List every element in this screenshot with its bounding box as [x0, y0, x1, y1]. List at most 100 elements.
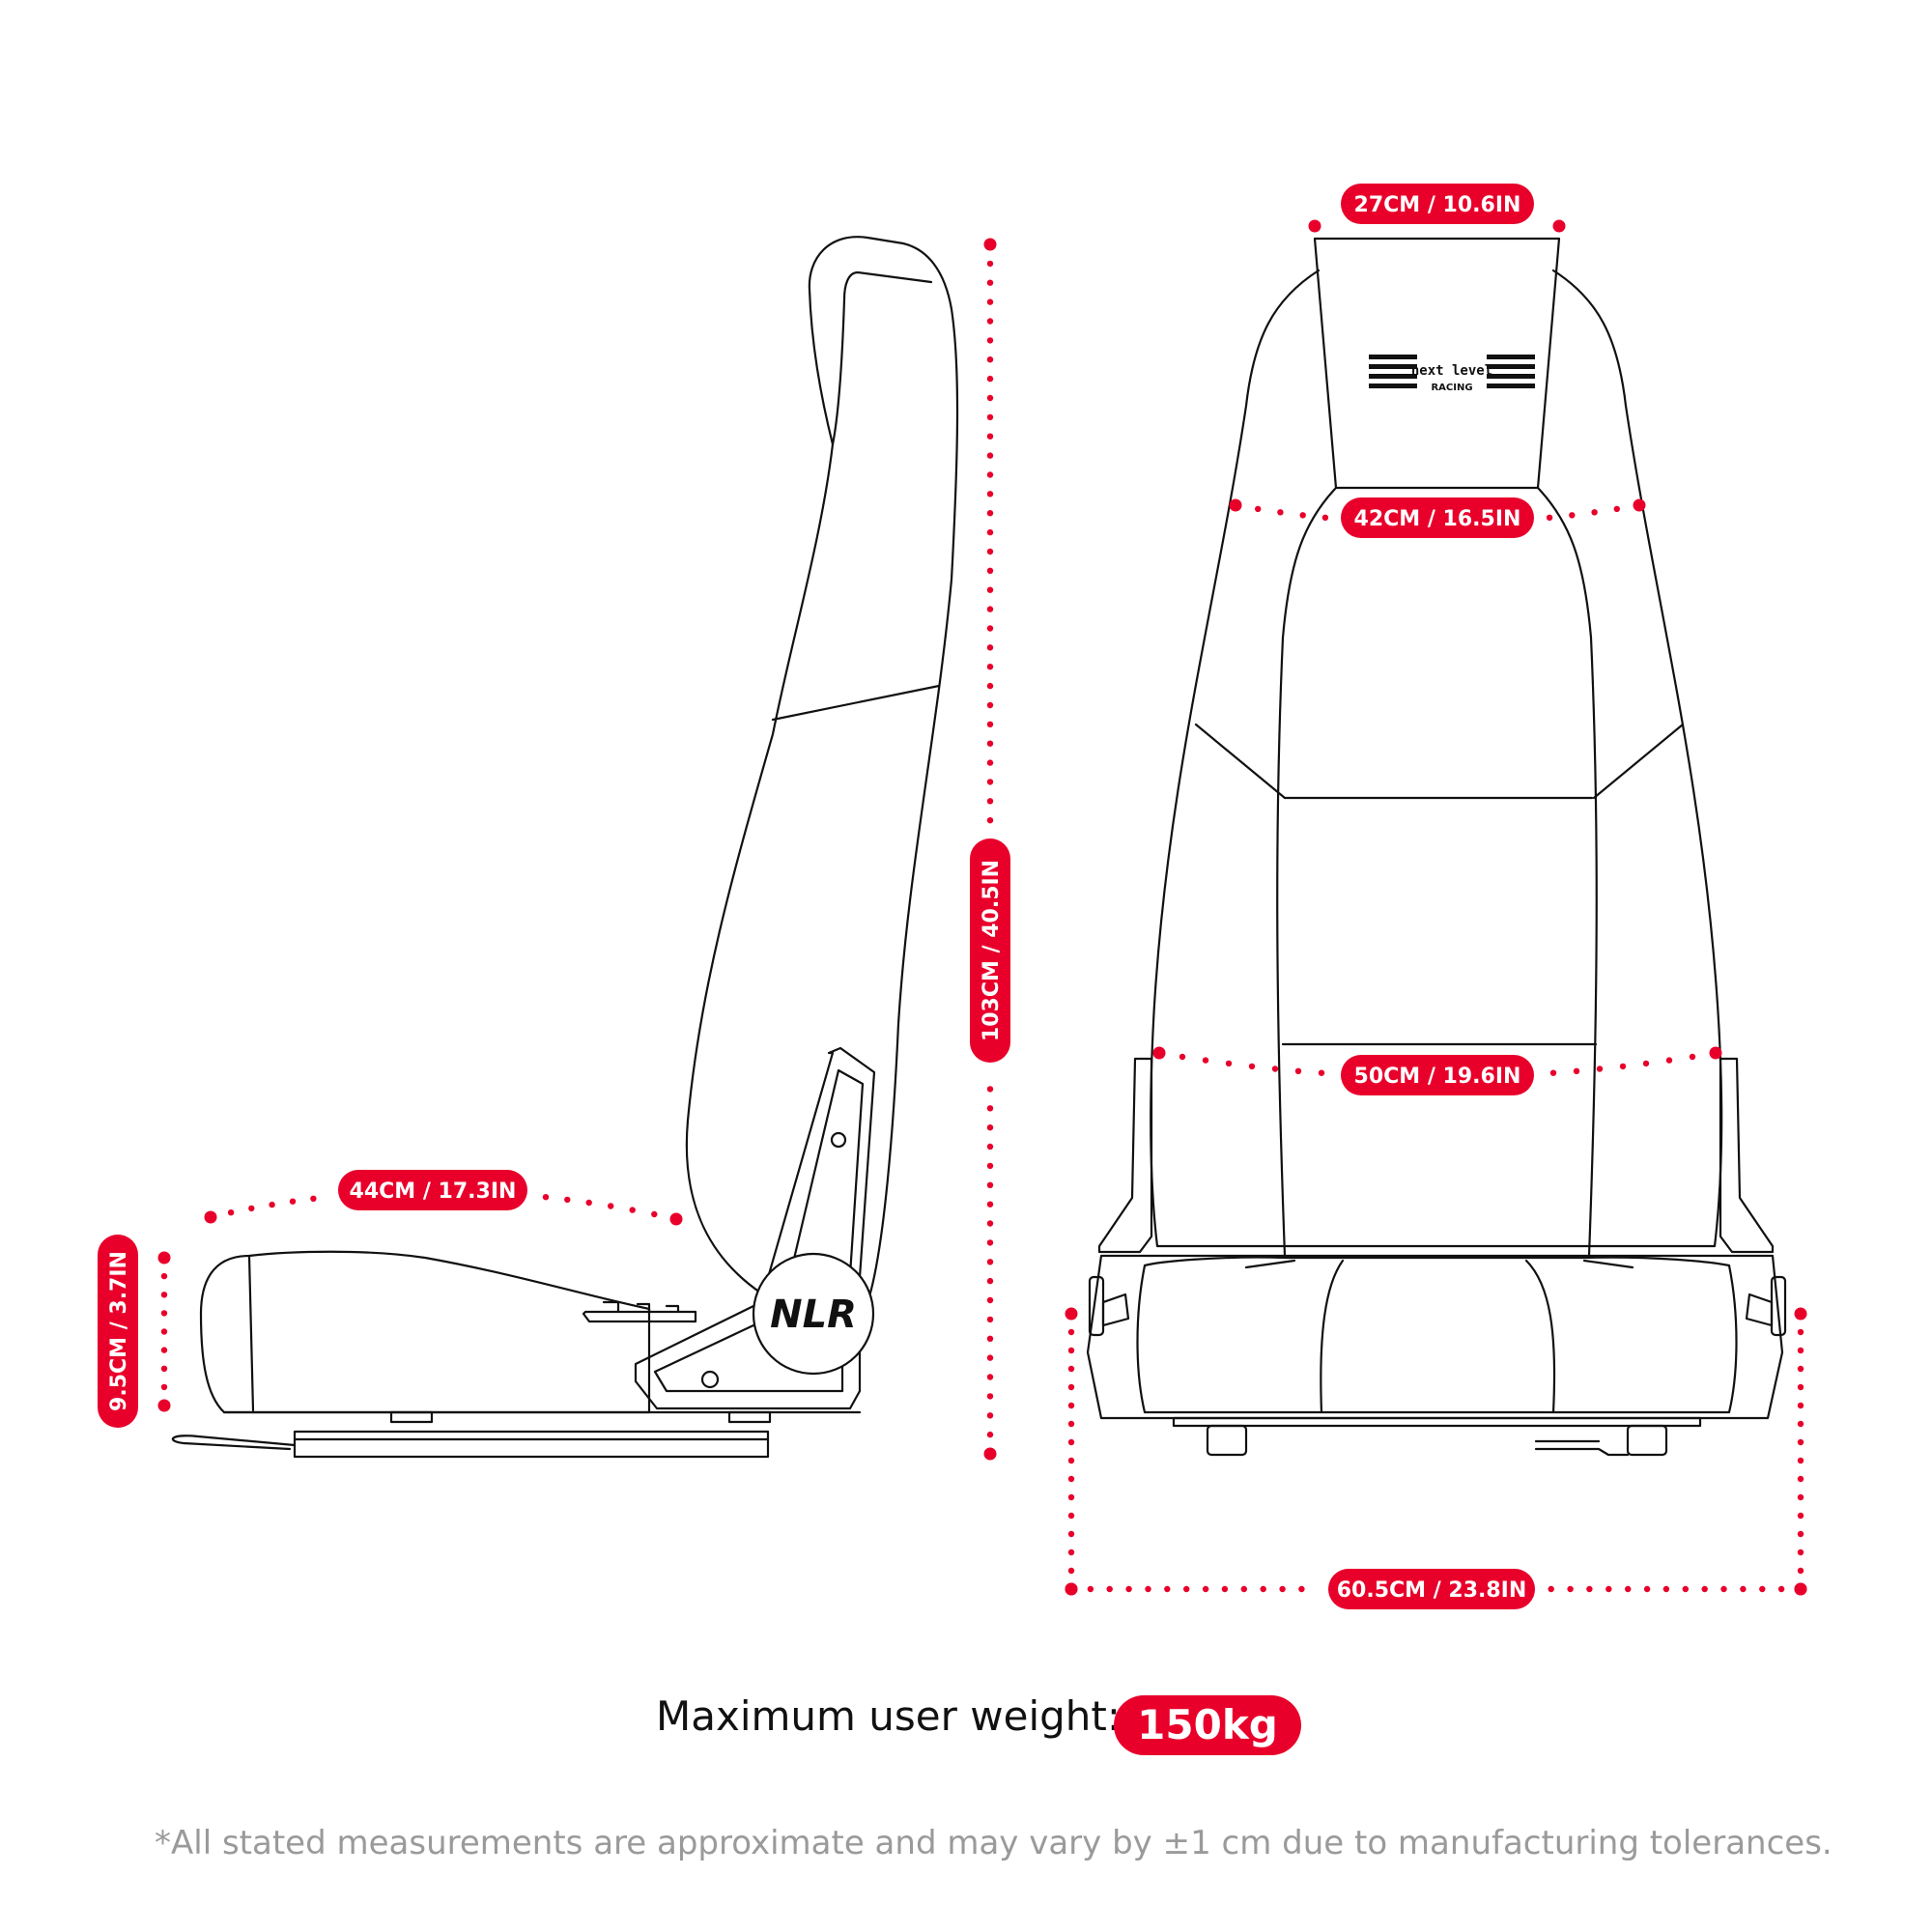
dimension-dot [986, 1181, 994, 1189]
side-view-seat [171, 236, 959, 1459]
shoulder-width-dotted-line [1229, 498, 1646, 521]
dimension-dot [1067, 1493, 1075, 1501]
dimension-dot [986, 1412, 994, 1419]
dimension-dot [986, 1162, 994, 1170]
dimension-dot [986, 779, 994, 785]
dimension-dot [986, 606, 994, 612]
dimension-dot [1145, 1585, 1151, 1593]
hip-width-label: 50CM / 19.6IN [1354, 1065, 1521, 1089]
dimension-dot [1298, 1585, 1305, 1593]
dimension-dot [986, 1335, 994, 1343]
dimension-dot [1548, 1585, 1554, 1593]
dimension-dot [1067, 1457, 1075, 1464]
dimension-dot [160, 1272, 168, 1280]
dimension-dot [986, 1374, 994, 1380]
side-backrest-seam [771, 684, 941, 722]
dimension-dot [1613, 505, 1621, 513]
dimension-dot [1596, 1065, 1604, 1072]
dimension-dot [986, 1201, 994, 1208]
headrest-width-label: 27CM / 10.6IN [1354, 193, 1521, 217]
dimension-dot [1797, 1420, 1804, 1428]
side-pivot-bracket-inner [788, 1068, 865, 1277]
dimension-dot [986, 721, 994, 727]
dimension-dot [1797, 1530, 1804, 1538]
dimension-dot [986, 413, 994, 421]
dimension-dot [986, 798, 994, 805]
dimension-dot [986, 1277, 994, 1285]
front-brand-logo-line1: next level [1411, 363, 1492, 379]
dimension-dot [986, 471, 994, 478]
dimension-dot [1573, 1067, 1580, 1075]
shoulder-width-label: 42CM / 16.5IN [1354, 507, 1521, 531]
dimension-dot [160, 1292, 168, 1298]
dimension-dot [269, 1201, 275, 1208]
dimension-dot [986, 625, 994, 632]
dimension-dot [1065, 1582, 1078, 1596]
dimension-dot [1569, 512, 1576, 519]
dimension-dot [1797, 1438, 1804, 1446]
front-brand-logo-line2: RACING [1431, 383, 1472, 393]
front-bracket-right [1719, 1057, 1775, 1254]
dimension-dot [986, 318, 994, 325]
dimension-dot [1777, 1585, 1785, 1593]
dimension-dot [1625, 1585, 1632, 1593]
dimension-dot [1221, 1585, 1229, 1593]
dimension-dot [157, 1399, 171, 1412]
dimension-dot [986, 279, 994, 286]
dimension-dot [1794, 1582, 1807, 1596]
dimension-dot [1797, 1347, 1804, 1354]
dimension-dot [1067, 1567, 1075, 1575]
dimension-dot [1255, 505, 1262, 513]
dimension-dot [986, 664, 994, 670]
dimension-dot [651, 1210, 658, 1218]
dimension-dot [1619, 1063, 1627, 1070]
dimension-dot [986, 1220, 994, 1227]
dimension-dot [160, 1310, 168, 1317]
front-seat-divider-right [1524, 1259, 1556, 1414]
total-height-dotted-line [983, 238, 997, 1461]
dimension-dot [160, 1328, 168, 1335]
dimension-dot [248, 1205, 255, 1212]
headrest-width-badge: 27CM / 10.6IN [1341, 184, 1534, 224]
dimension-dot [986, 394, 994, 402]
dimension-dot [289, 1198, 297, 1205]
side-hub-disc [752, 1252, 875, 1376]
dimension-dot [310, 1195, 317, 1203]
dimension-dot [983, 238, 997, 251]
dimension-dot [1797, 1457, 1804, 1464]
dimension-dot [986, 1086, 994, 1093]
dimension-dot [1067, 1328, 1075, 1336]
seat-length-dotted-line [204, 1194, 683, 1226]
dimension-dot [986, 528, 994, 536]
dimension-dot [1067, 1365, 1075, 1373]
side-slider-rail [293, 1430, 770, 1459]
dimension-dot [1067, 1383, 1075, 1391]
dimension-dot [1682, 1585, 1690, 1593]
dimension-dot [1279, 1585, 1286, 1593]
dimension-dot [986, 759, 994, 766]
dimension-dot [983, 1447, 997, 1461]
dimension-dot [1067, 1548, 1075, 1556]
dimension-dot [1294, 1067, 1302, 1075]
dimension-dot [669, 1212, 683, 1226]
dimension-dot [1229, 498, 1242, 512]
dimension-dot [585, 1199, 592, 1207]
dimension-dot [1240, 1585, 1248, 1593]
dimension-dot [1709, 1046, 1722, 1060]
dimension-dot [986, 1316, 994, 1323]
total-width-badge: 60.5CM / 23.8IN [1328, 1569, 1535, 1609]
front-base-plate [1172, 1416, 1702, 1428]
side-backrest-inner [831, 270, 933, 446]
dimension-dot [1549, 1069, 1557, 1076]
dimension-dot [160, 1383, 168, 1391]
dimension-dot [1087, 1585, 1094, 1593]
total-height-label: 103CM / 40.5IN [980, 860, 1004, 1041]
side-hub-logo: NLR [770, 1293, 857, 1337]
dimension-dot [1067, 1420, 1075, 1428]
front-lever-left [1101, 1293, 1130, 1327]
dimension-dot [986, 1354, 994, 1361]
dimension-dot [986, 682, 994, 690]
dimension-dot [1546, 514, 1553, 521]
dimension-dot [1183, 1585, 1190, 1593]
